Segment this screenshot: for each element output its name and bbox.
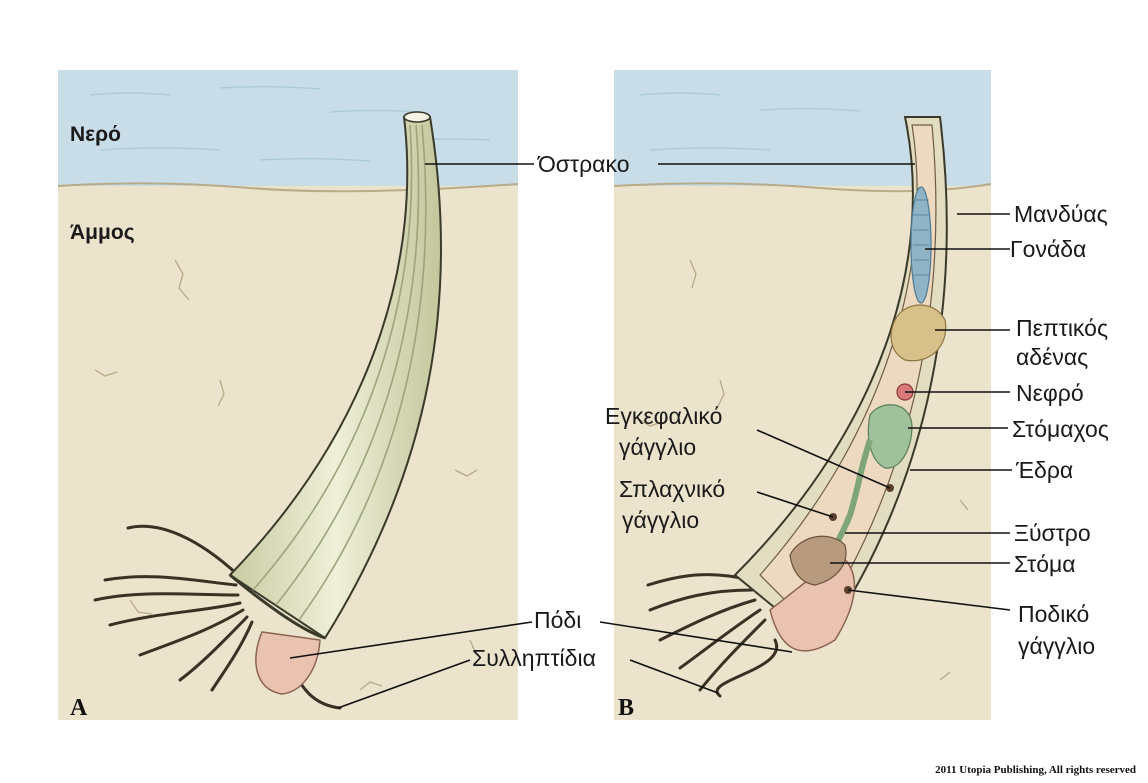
water-zone (58, 70, 518, 188)
captacula-a (93, 524, 342, 710)
shell-rim-a (229, 573, 326, 640)
label-cerebral-ganglion-1: Εγκεφαλικό (605, 403, 722, 429)
sand-cracks-b (639, 259, 969, 681)
shell-apex-opening-a (403, 111, 431, 123)
foot-b (769, 554, 856, 652)
buccal-mass-b (789, 535, 847, 586)
stomach-b (867, 404, 913, 469)
label-stomach: Στόμαχος (1012, 416, 1109, 442)
leader-foot-a (289, 621, 533, 659)
label-gonad: Γονάδα (1010, 236, 1086, 262)
water-streaks-b (639, 92, 861, 151)
label-mantle: Μανδύας (1014, 201, 1108, 227)
label-pedal-ganglion-1: Ποδικό (1018, 601, 1089, 627)
panel-letter-b: B (618, 695, 634, 721)
panel-letter-a: A (70, 695, 88, 721)
copyright-notice: 2011 Utopia Publishing, All rights reser… (935, 764, 1136, 776)
gonad-b (910, 186, 932, 304)
panel-b (614, 70, 991, 720)
leader-foot-b (599, 621, 793, 653)
label-water: Νερό (70, 123, 121, 146)
label-pedal-ganglion-2: γάγγλιο (1018, 633, 1095, 659)
label-visceral-ganglion-1: Σπλαχνικό (619, 476, 725, 502)
leader-captacula-a (337, 659, 471, 709)
label-captacula: Συλληπτίδια (472, 645, 596, 671)
leader-pedal-ganglion (847, 589, 1011, 611)
label-mouth: Στόμα (1014, 551, 1076, 577)
panel-a (58, 70, 518, 720)
shell-ribs-a (252, 124, 427, 621)
leader-visceral-ganglion (756, 491, 834, 518)
label-foot: Πόδι (534, 607, 581, 633)
label-visceral-ganglion-2: γάγγλιο (622, 507, 699, 533)
label-cerebral-ganglion-2: γάγγλιο (619, 434, 696, 460)
water-streaks (89, 86, 491, 162)
label-digestive-gland-1: Πεπτικός (1016, 315, 1108, 341)
foot-a (255, 631, 321, 695)
label-anus: Έδρα (1015, 457, 1073, 483)
label-digestive-gland-2: αδένας (1016, 344, 1088, 370)
shell-a (228, 116, 443, 640)
leader-captacula-b (629, 659, 719, 694)
label-kidney: Νεφρό (1016, 380, 1084, 406)
leader-cerebral-ganglion (756, 429, 891, 489)
digestive-gland-b (890, 304, 947, 362)
label-sand: Άμμος (70, 221, 135, 244)
label-shell: Όστρακο (537, 151, 629, 177)
label-radula: Ξύστρο (1014, 520, 1091, 546)
